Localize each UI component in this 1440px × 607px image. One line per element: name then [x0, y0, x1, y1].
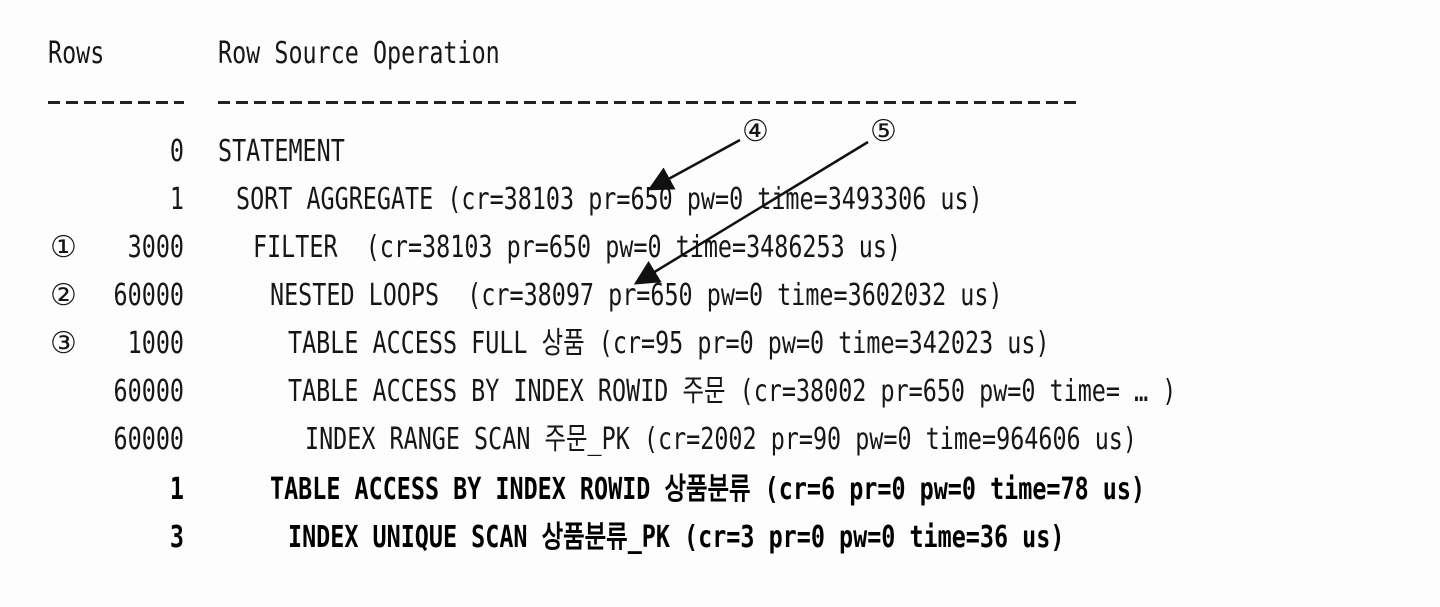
row-operation: TABLE ACCESS BY INDEX ROWID 상품분류 (cr=6 p…: [270, 472, 1146, 507]
plan-header-operation: Row Source Operation: [218, 36, 500, 71]
row-operation: FILTER (cr=38103 pr=650 pw=0 time=348625…: [253, 230, 902, 265]
arrow-to-cr-nested-loops: [633, 140, 869, 285]
row-marker: ①: [50, 230, 77, 265]
row-operation: TABLE ACCESS FULL 상품 (cr=95 pr=0 pw=0 ti…: [288, 326, 1050, 361]
operation-column-separator: [218, 101, 1078, 104]
arrow-to-cr-sort-aggregate: [647, 138, 741, 191]
row-count: 1: [169, 472, 184, 507]
row-count: 60000: [113, 374, 184, 409]
row-marker: ③: [50, 326, 77, 361]
row-operation: TABLE ACCESS BY INDEX ROWID 주문 (cr=38002…: [288, 374, 1177, 409]
row-operation: INDEX RANGE SCAN 주문_PK (cr=2002 pr=90 pw…: [305, 422, 1137, 457]
plan-header-rows: Rows: [48, 36, 105, 71]
row-count: 0: [169, 134, 184, 169]
row-operation: STATEMENT: [218, 134, 345, 169]
annotation-marker: ④: [742, 114, 769, 149]
row-operation: INDEX UNIQUE SCAN 상품분류_PK (cr=3 pr=0 pw=…: [288, 520, 1065, 555]
row-count: 1: [169, 182, 184, 217]
row-count: 3: [169, 520, 184, 555]
annotation-marker: ⑤: [870, 114, 897, 149]
row-count: 3000: [127, 230, 184, 265]
rows-column-separator: [48, 101, 184, 104]
row-count: 60000: [113, 422, 184, 457]
row-count: 60000: [113, 278, 184, 313]
row-count: 1000: [127, 326, 184, 361]
row-operation: NESTED LOOPS (cr=38097 pr=650 pw=0 time=…: [270, 278, 1003, 313]
row-marker: ②: [50, 278, 77, 313]
